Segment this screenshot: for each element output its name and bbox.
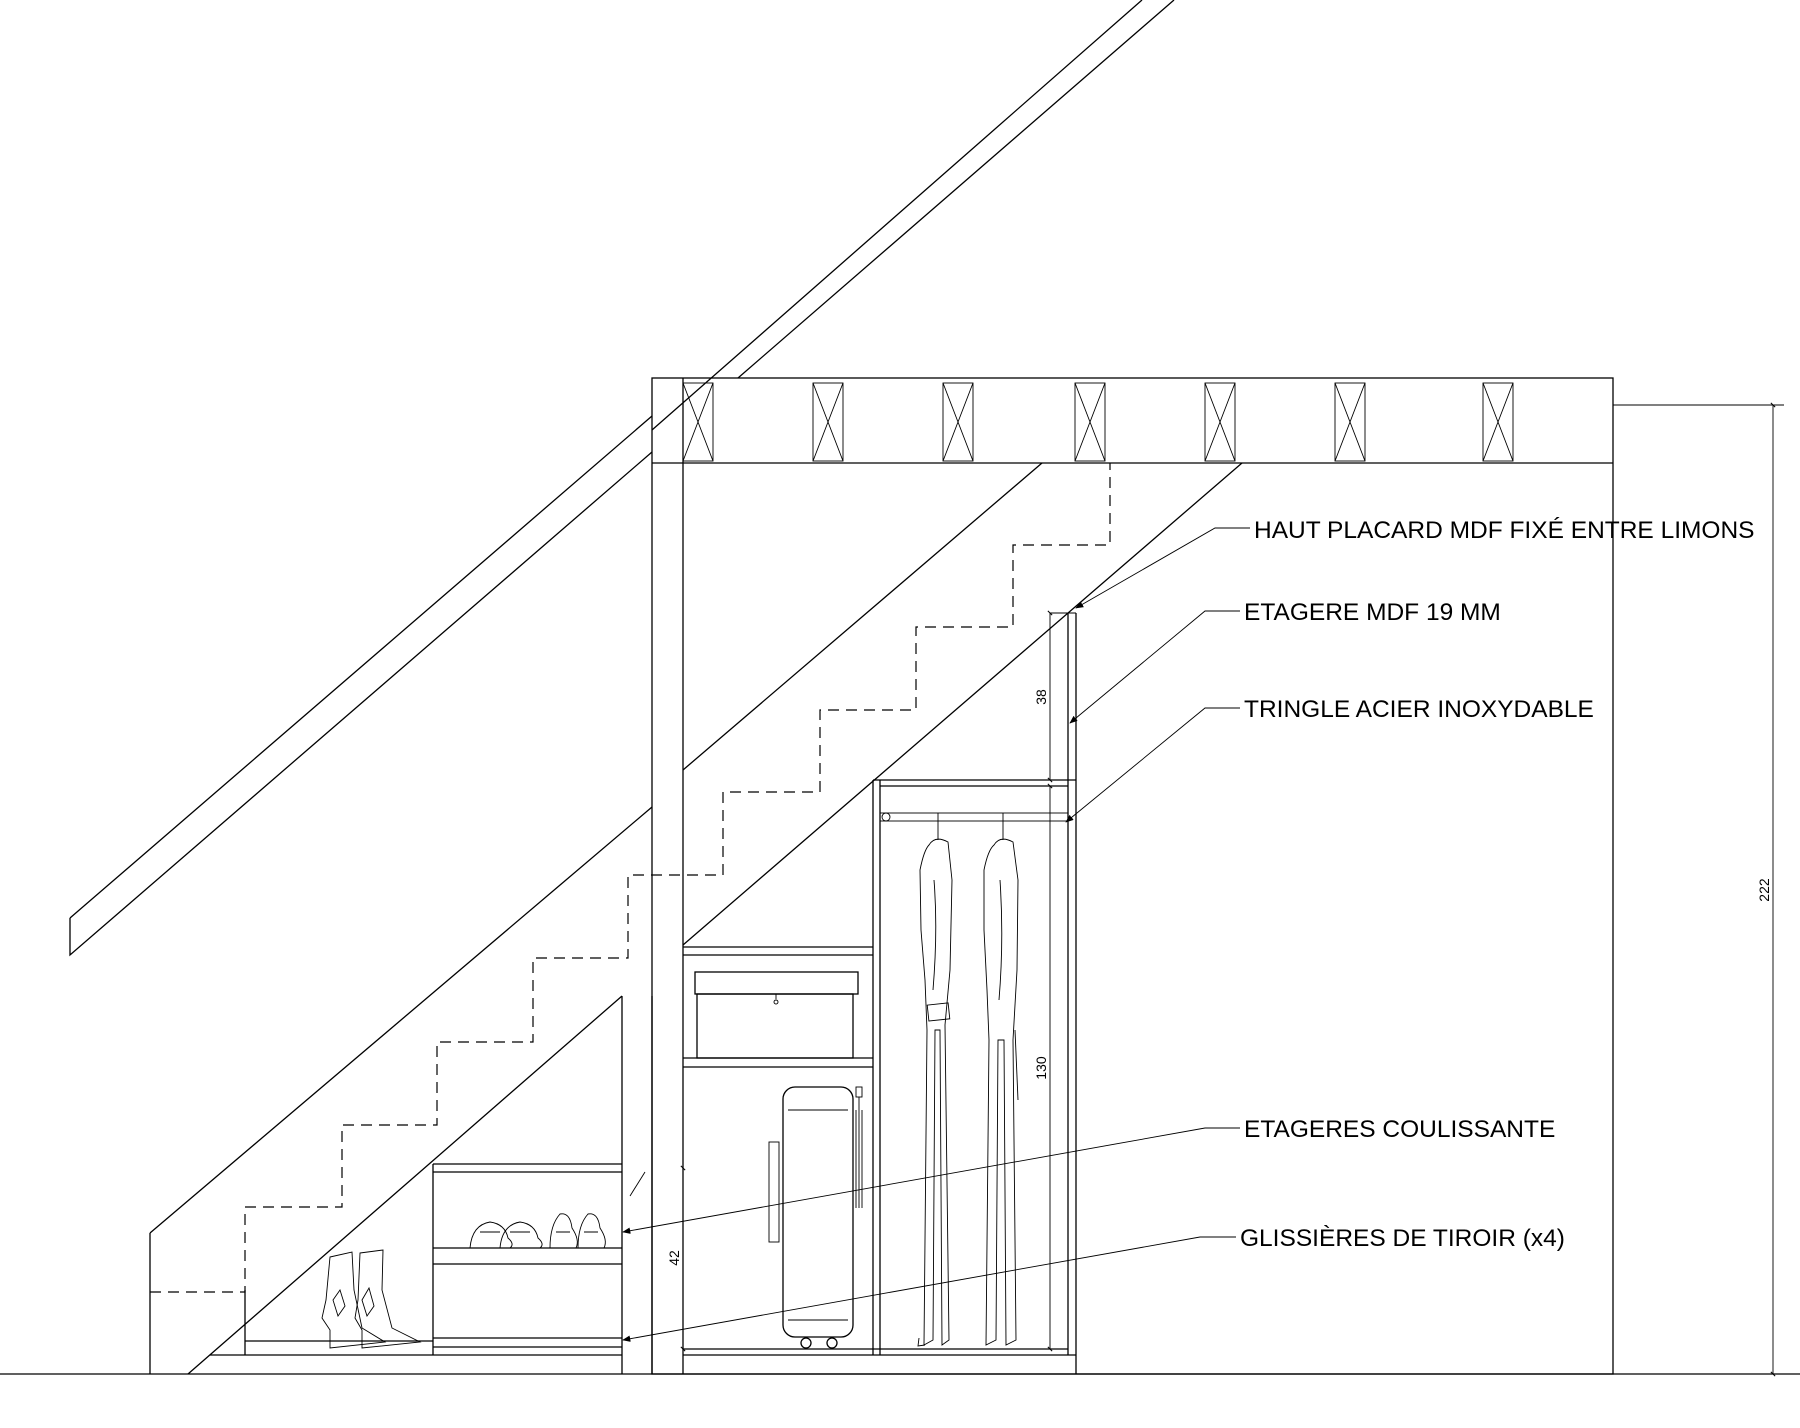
boots: [321, 1249, 422, 1349]
stair-steps-dashed: [150, 463, 1111, 1293]
wardrobe-top-shelf: [873, 779, 1076, 787]
label-glissieres: GLISSIÈRES DE TIROIR (x4): [1240, 1225, 1565, 1252]
shoe-cabinet: [210, 1163, 646, 1356]
shoes: [469, 1213, 606, 1249]
label-haut-placard: HAUT PLACARD MDF FIXÉ ENTRE LIMONS: [1254, 517, 1755, 544]
label-etagere-mdf: ETAGERE MDF 19 MM: [1244, 599, 1501, 626]
partitions: [621, 613, 1077, 1374]
dimension-222: 222: [1613, 402, 1784, 1377]
dimension-38: 38: [1033, 610, 1076, 783]
suitcase: [768, 1086, 863, 1349]
floor-joists: [682, 382, 1514, 462]
middle-shelves: [683, 946, 873, 1068]
dim-222-label: 222: [1756, 878, 1772, 902]
leader-lines: [622, 527, 1250, 1342]
dimension-42: 42: [666, 1165, 686, 1352]
upper-stringer: [69, 0, 1175, 957]
dimension-130: 130: [1033, 783, 1053, 1352]
dim-38-label: 38: [1033, 689, 1049, 705]
label-etageres-coulissante: ETAGERES COULISSANTE: [1244, 1116, 1555, 1143]
dim-42-label: 42: [666, 1250, 682, 1266]
storage-box: [694, 971, 859, 1059]
label-tringle: TRINGLE ACIER INOXYDABLE: [1244, 696, 1594, 723]
dim-130-label: 130: [1033, 1056, 1049, 1080]
trousers-2: [983, 813, 1019, 1346]
lower-stringer: [149, 462, 1243, 1375]
hanging-rod: [879, 812, 1069, 822]
trousers-1: [917, 813, 953, 1347]
